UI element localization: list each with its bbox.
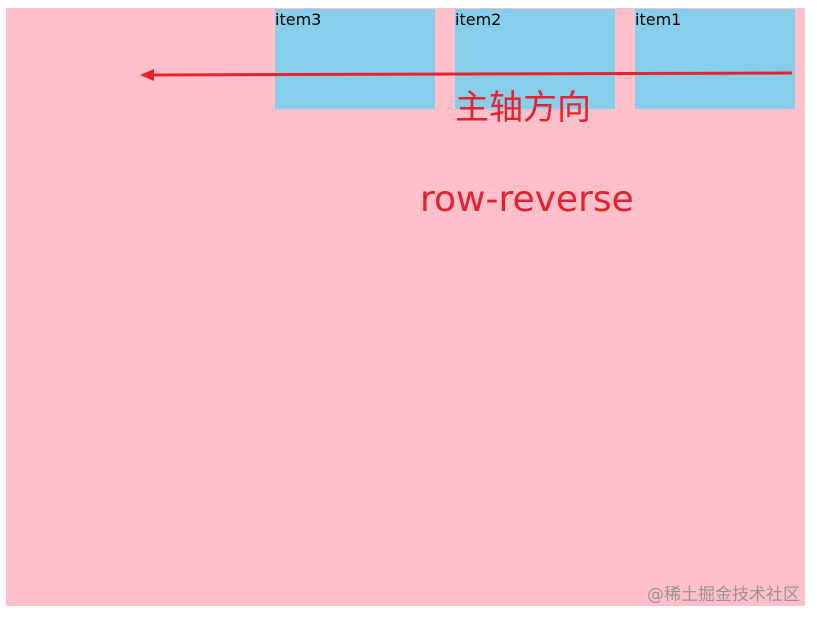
flex-item-2: item2 (455, 9, 615, 109)
main-axis-label: 主轴方向 (455, 88, 591, 128)
item-label: item1 (635, 10, 682, 29)
flex-item-3: item3 (275, 9, 435, 109)
item-label: item3 (275, 10, 322, 29)
flex-item-1: item1 (635, 9, 795, 109)
watermark: @稀土掘金技术社区 (647, 585, 800, 605)
flex-direction-label: row-reverse (420, 179, 634, 220)
item-label: item2 (455, 10, 502, 29)
